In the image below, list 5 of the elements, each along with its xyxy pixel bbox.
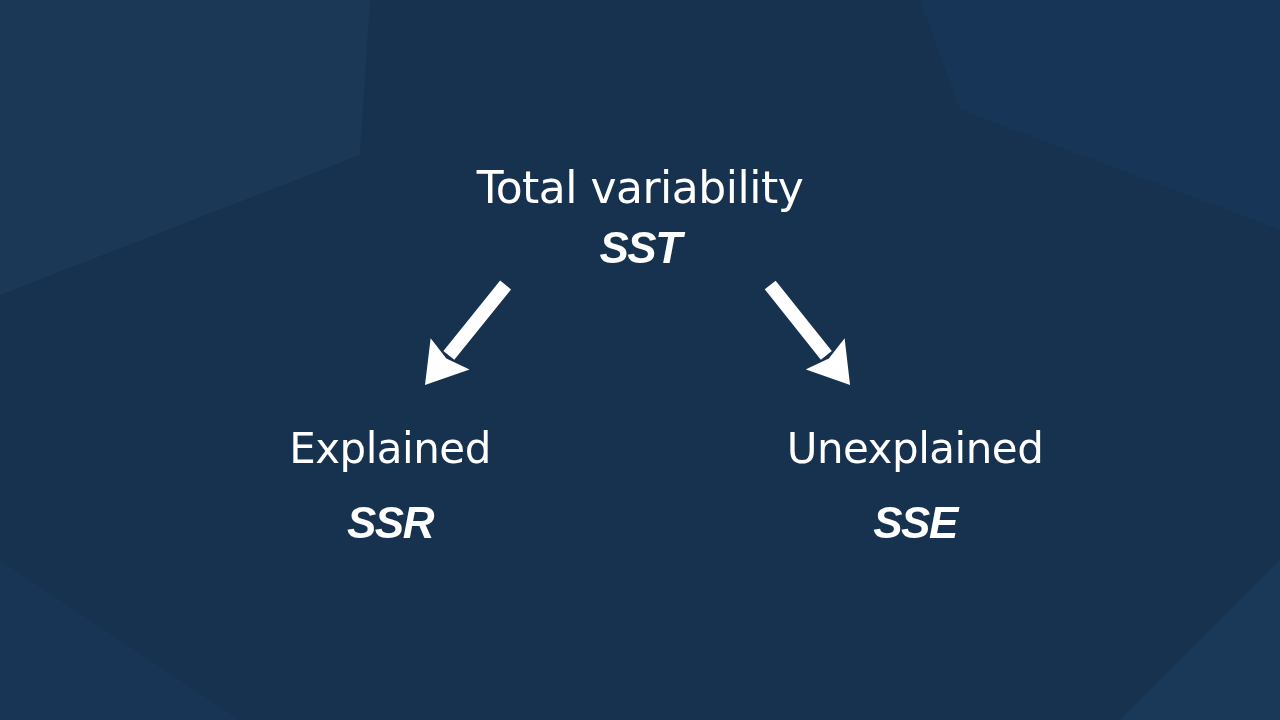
node-label: Total variability bbox=[476, 163, 804, 214]
node-label: Unexplained bbox=[786, 425, 1044, 474]
abbreviation-label: SSR bbox=[347, 499, 433, 548]
node-label: Explained bbox=[289, 425, 491, 474]
abbreviation-label: SSE bbox=[873, 499, 957, 548]
